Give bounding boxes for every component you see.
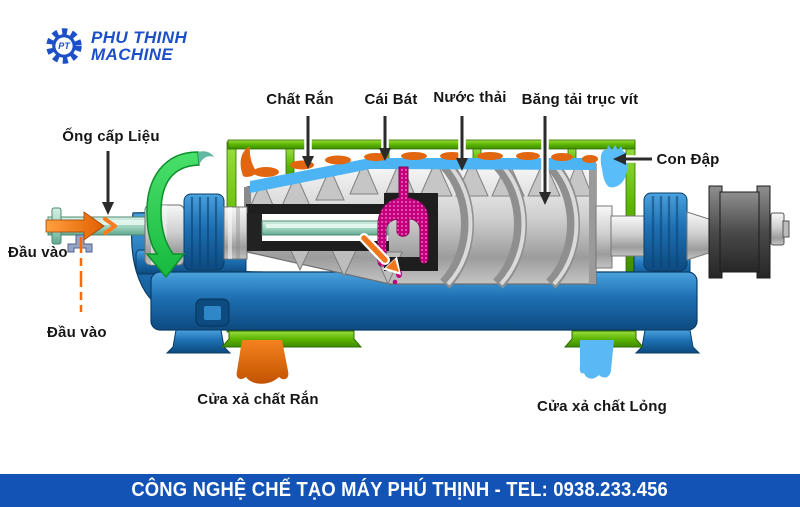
label-wastewater: Nước thải xyxy=(433,89,507,106)
label-inlet-2: Đầu vào xyxy=(47,324,107,341)
internal-flow-arrow xyxy=(359,233,401,275)
label-liquid-outlet: Cửa xả chất Lỏng xyxy=(537,398,667,415)
label-solids: Chất Rắn xyxy=(266,91,334,108)
inlet-flow-arrow xyxy=(45,211,117,241)
logo-monogram: PT xyxy=(58,41,71,51)
logo-line1: PHU THINH xyxy=(91,28,188,47)
liquid-layer xyxy=(250,158,596,193)
footer-text: CÔNG NGHỆ CHẾ TẠO MÁY PHÚ THỊNH - TEL: 0… xyxy=(131,479,669,501)
company-logo: PT PHU THINH MACHINE xyxy=(44,26,187,66)
label-bowl: Cái Bát xyxy=(364,91,418,108)
logo-text: PHU THINH MACHINE xyxy=(91,29,187,63)
label-inlet-1: Đầu vào xyxy=(8,244,68,261)
label-dam: Con Đập xyxy=(656,151,720,168)
gear-logo-icon: PT xyxy=(46,28,82,64)
logo-line2: MACHINE xyxy=(91,45,174,64)
leader-arrows xyxy=(102,116,655,215)
footer-banner: CÔNG NGHỆ CHẾ TẠO MÁY PHÚ THỊNH - TEL: 0… xyxy=(0,474,800,507)
left-bearing-stack xyxy=(144,193,261,271)
solids-discharge-flow xyxy=(236,340,289,384)
label-feed-pipe: Ống cấp Liệu xyxy=(62,128,160,145)
rotation-arrow xyxy=(145,151,214,279)
label-screw-conveyor: Băng tải trục vít xyxy=(521,91,639,108)
liquid-discharge-flow xyxy=(579,340,614,379)
sediment-solids xyxy=(240,146,598,177)
weir-splash xyxy=(600,145,628,188)
drive-train xyxy=(595,185,790,279)
label-solids-outlet: Cửa xả chất Rắn xyxy=(197,391,319,408)
